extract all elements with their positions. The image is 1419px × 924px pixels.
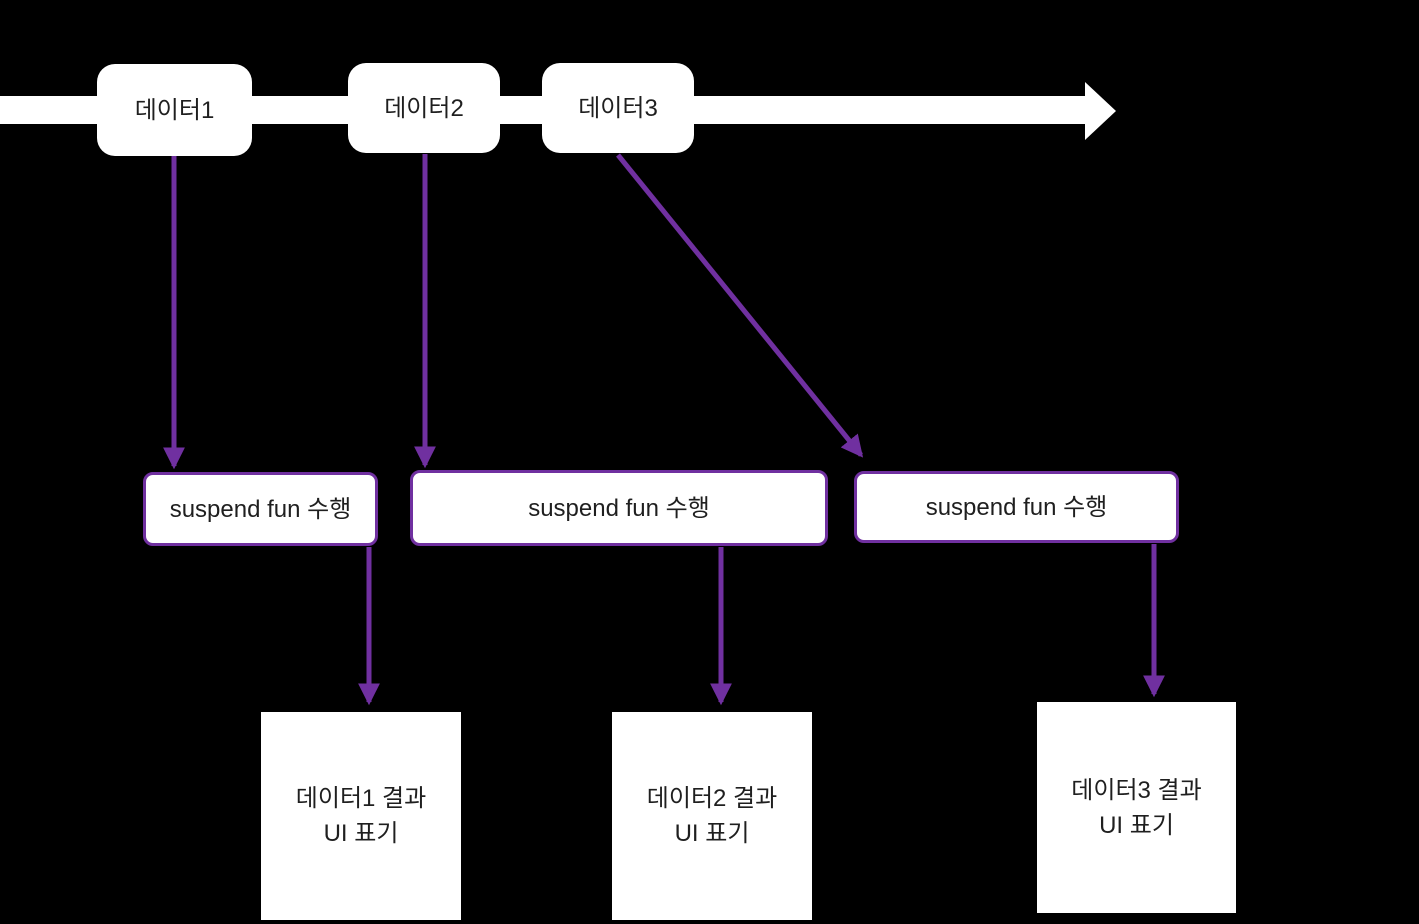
- result-node-3: 데이터3 결과 UI 표기: [1037, 702, 1236, 913]
- suspend-fun-node-3: suspend fun 수행: [854, 471, 1179, 543]
- suspend-fun-node-2: suspend fun 수행: [410, 470, 828, 546]
- result-label-line2: UI 표기: [323, 820, 399, 847]
- result-node-2: 데이터2 결과 UI 표기: [612, 712, 812, 920]
- timeline-event-node-data2: 데이터2: [348, 63, 500, 153]
- result-label-line2: UI 표기: [1099, 811, 1174, 839]
- result-label-line2: UI 표기: [674, 820, 750, 847]
- suspend-fun-label: suspend fun 수행: [528, 494, 710, 522]
- timeline-event-label: 데이터1: [134, 96, 215, 124]
- suspend-fun-label: suspend fun 수행: [169, 495, 352, 523]
- result-node-1: 데이터1 결과 UI 표기: [261, 712, 461, 920]
- result-label-line1: 데이터2 결과: [646, 785, 778, 812]
- suspend-fun-label: suspend fun 수행: [925, 493, 1108, 521]
- suspend-fun-node-1: suspend fun 수행: [143, 472, 378, 546]
- flow-arrow-data3-to-suspend3-icon: [616, 153, 864, 458]
- timeline-event-node-data3: 데이터3: [542, 63, 694, 153]
- timeline-event-label: 데이터2: [384, 94, 464, 122]
- result-label-line1: 데이터3 결과: [1071, 776, 1202, 804]
- timeline-event-label: 데이터3: [578, 94, 658, 122]
- timeline-event-node-data1: 데이터1: [97, 64, 252, 156]
- result-label-line1: 데이터1 결과: [295, 785, 427, 812]
